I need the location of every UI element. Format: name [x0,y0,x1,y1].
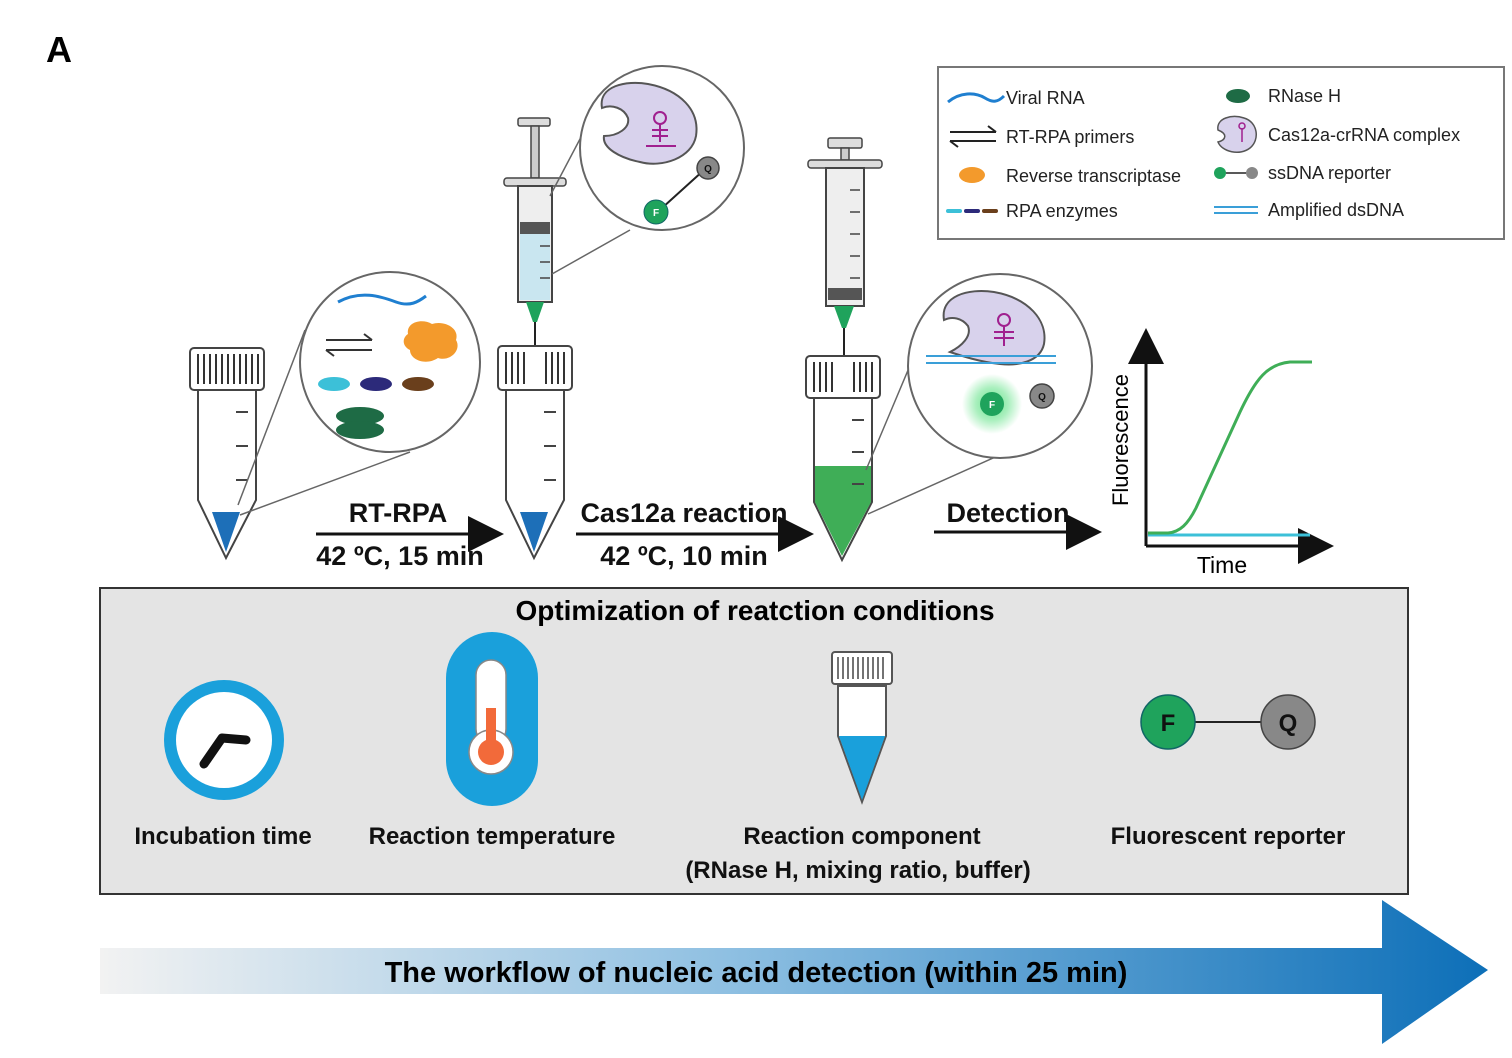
fluorescent-reporter-icon: F Q [1140,694,1316,750]
legend-rpa-enzymes: RPA enzymes [1006,201,1118,221]
label-reaction-component-detail: (RNase H, mixing ratio, buffer) [685,857,1030,884]
thermometer-icon [446,632,538,806]
reporter-quencher-letter: Q [1279,710,1298,737]
cas12a-step: Cas12a reaction 42 ºC, 10 min [576,498,814,571]
tube-sample [189,347,265,561]
legend-reverse-transcriptase: Reverse transcriptase [1006,166,1181,186]
legend-viral-rna: Viral RNA [1006,88,1085,108]
cas12a-label: Cas12a reaction [580,498,787,528]
optimization-panel: Optimization of reatction conditions Inc… [99,587,1409,895]
zoom2-fluor-letter: F [653,208,659,219]
legend: Viral RNA RT-RPA primers Reverse transcr… [937,66,1505,240]
tube-rt-rpa [497,345,573,561]
dsdna-icon [1214,206,1258,214]
ssdna-reporter-icon [1214,167,1258,179]
rt-rpa-step: RT-RPA 42 ºC, 15 min [316,498,504,571]
clock-icon [164,680,284,800]
cas12a-condition: 42 ºC, 10 min [600,541,767,571]
reporter-fluor-letter: F [1161,710,1176,737]
tube-detection [805,355,881,563]
workflow-arrow: The workflow of nucleic acid detection (… [100,900,1488,1044]
cas12a-complex-icon [1216,115,1257,154]
legend-cas12a: Cas12a-crRNA complex [1268,125,1460,145]
label-fluorescent-reporter: Fluorescent reporter [1111,823,1346,850]
positive-curve [1148,360,1312,535]
zoom3-fluor-letter: F [989,400,995,411]
legend-ssdna-reporter: ssDNA reporter [1268,163,1391,183]
zoom-detection: F Q [865,273,1093,515]
reverse-transcriptase-icon [959,167,985,183]
syringe-empty [807,137,883,446]
legend-primers: RT-RPA primers [1006,127,1134,147]
panel-label: A [46,29,72,70]
label-incubation-time: Incubation time [134,823,311,850]
zoom2-quencher-letter: Q [704,164,712,175]
detection-step: Detection [934,498,1102,550]
label-reaction-temperature: Reaction temperature [369,823,616,850]
detection-label: Detection [946,498,1069,528]
rnase-h-icon [1226,89,1250,103]
plot-xlabel: Time [1197,552,1247,578]
viral-rna-icon [947,92,1006,104]
legend-dsdna: Amplified dsDNA [1268,200,1404,220]
label-reaction-component: Reaction component [743,823,980,850]
optimization-title: Optimization of reatction conditions [515,595,994,626]
reaction-tube-icon [831,651,893,805]
workflow-arrow-label: The workflow of nucleic acid detection (… [385,957,1128,989]
rt-rpa-label: RT-RPA [349,498,448,528]
rt-rpa-condition: 42 ºC, 15 min [316,541,483,571]
zoom-reagents [237,271,481,516]
legend-rnase-h: RNase H [1268,86,1341,106]
zoom3-quencher-letter: Q [1038,392,1046,403]
primers-icon [949,125,997,148]
syringe-cas12a [503,117,567,436]
fluorescence-plot: Fluorescence Time [1108,328,1334,578]
plot-ylabel: Fluorescence [1108,374,1133,506]
zoom-cas12a: Q F [549,65,745,275]
